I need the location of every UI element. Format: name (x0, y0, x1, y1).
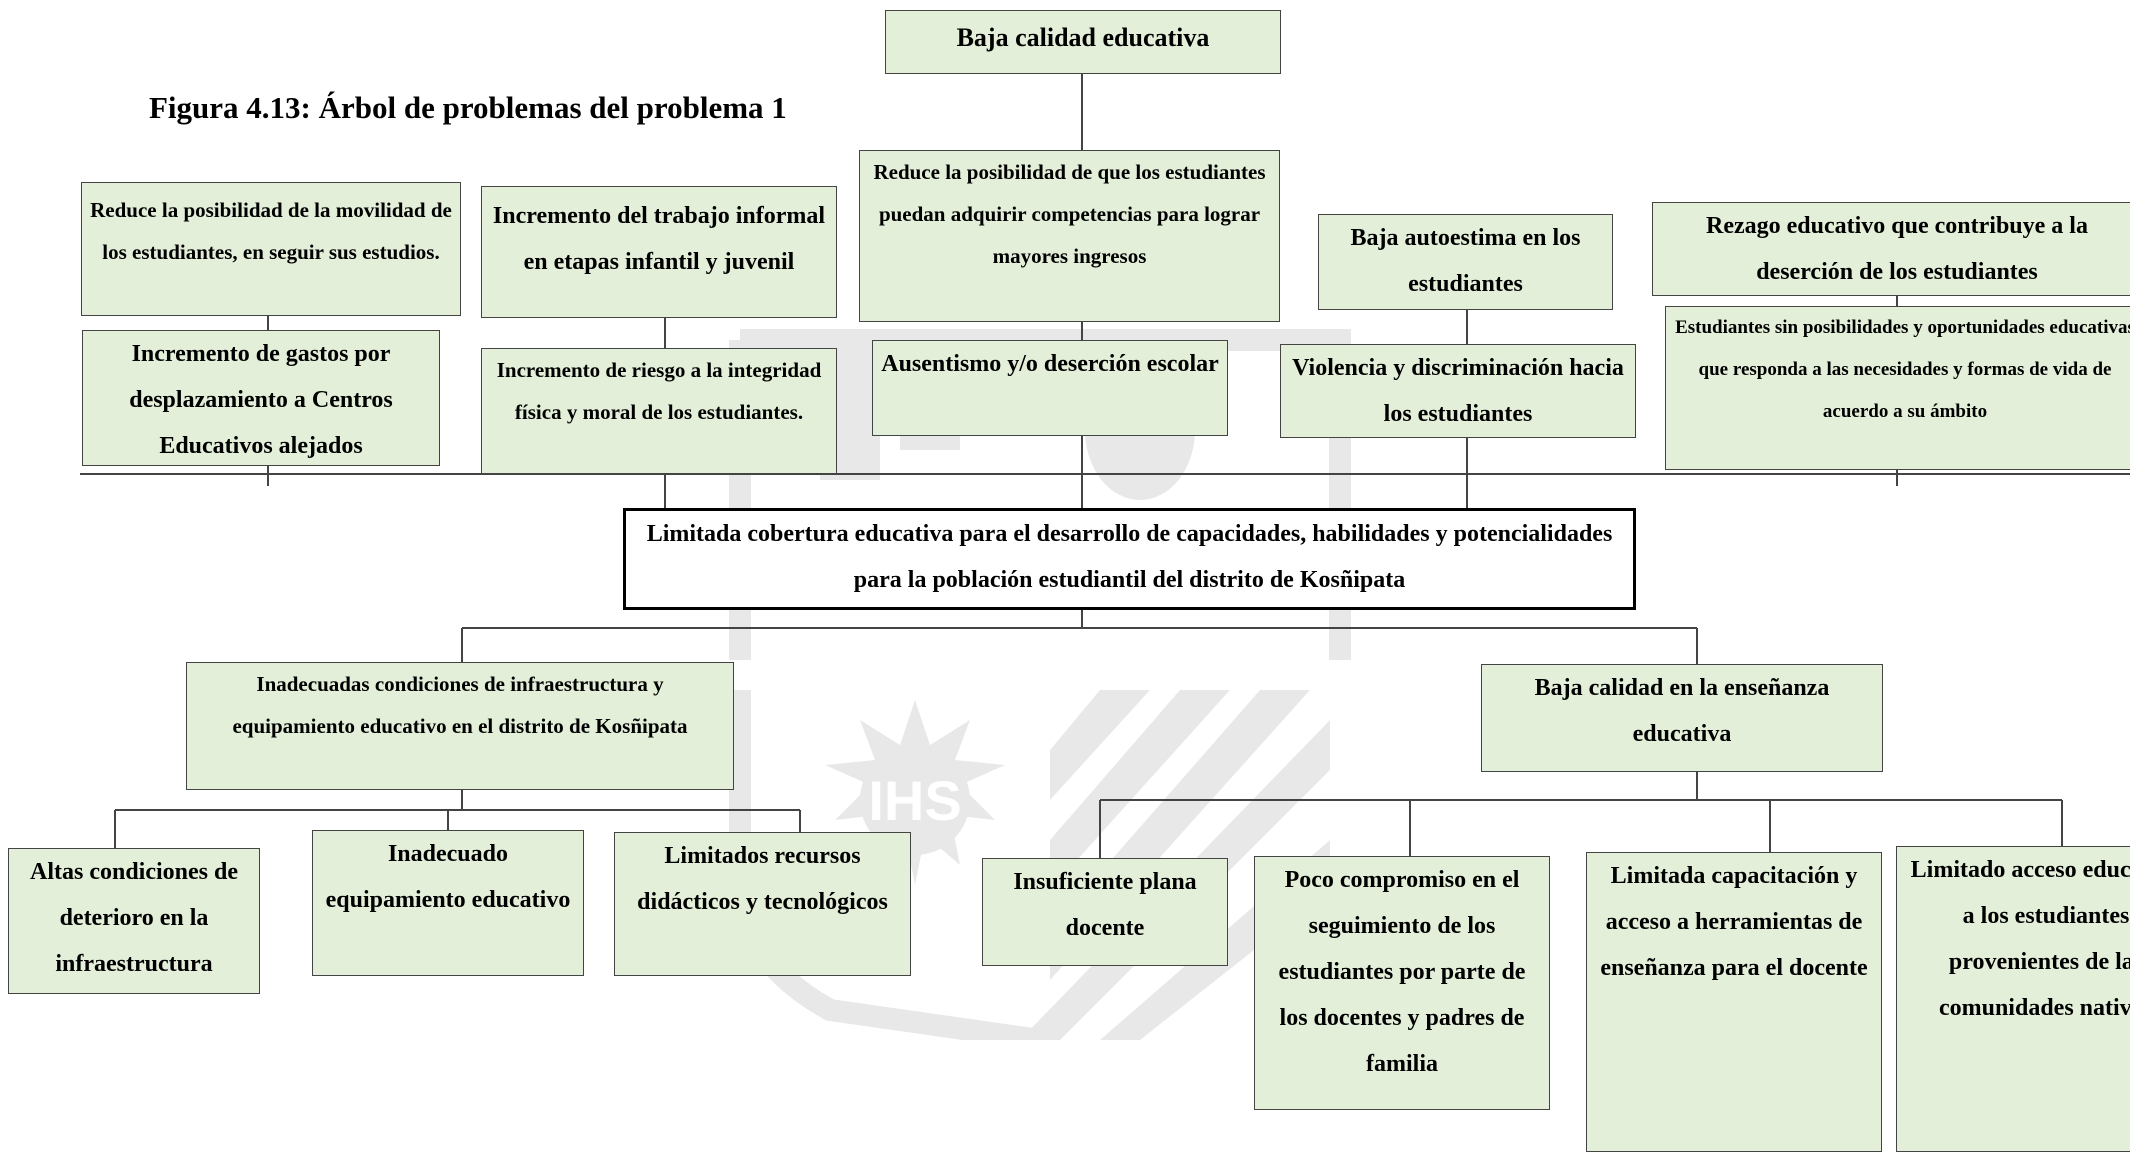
effect-upper-5-text: Rezago educativo que contribuye a la des… (1706, 213, 2088, 285)
subcause-1-2: Inadecuado equipamiento educativo (312, 830, 584, 976)
effect-lower-3-text: Ausentismo y/o deserción escolar (881, 351, 1219, 377)
effect-upper-3-text: Reduce la posibilidad de que los estudia… (873, 160, 1266, 268)
effect-upper-1-text: Reduce la posibilidad de la movilidad de… (90, 198, 452, 264)
effect-lower-5-text: Estudiantes sin posibilidades y oportuni… (1675, 317, 2130, 422)
effect-upper-2: Incremento del trabajo informal en etapa… (481, 186, 837, 318)
top-effect-box: Baja calidad educativa (885, 10, 1281, 74)
effect-lower-4: Violencia y discriminación hacia los est… (1280, 344, 1636, 438)
effect-upper-1: Reduce la posibilidad de la movilidad de… (81, 182, 461, 316)
cause-1-text: Inadecuadas condiciones de infraestructu… (232, 672, 688, 738)
figure-caption: Figura 4.13: Árbol de problemas del prob… (149, 90, 787, 125)
effect-lower-2-text: Incremento de riesgo a la integridad fís… (496, 358, 822, 424)
subcause-1-3-text: Limitados recursos didácticos y tecnológ… (637, 843, 888, 915)
cause-2-text: Baja calidad en la enseñanza educativa (1534, 675, 1830, 747)
effect-lower-1: Incremento de gastos por desplazamiento … (82, 330, 440, 466)
cause-1-box: Inadecuadas condiciones de infraestructu… (186, 662, 734, 790)
central-problem-box: Limitada cobertura educativa para el des… (623, 508, 1636, 610)
subcause-2-2: Poco compromiso en el seguimiento de los… (1254, 856, 1550, 1110)
subcause-2-4: Limitado acceso educativo a los estudian… (1896, 846, 2130, 1152)
subcause-2-4-text: Limitado acceso educativo a los estudian… (1910, 857, 2130, 1021)
effect-lower-4-text: Violencia y discriminación hacia los est… (1292, 355, 1624, 427)
effect-lower-3: Ausentismo y/o deserción escolar (872, 340, 1228, 436)
subcause-2-3: Limitada capacitación y acceso a herrami… (1586, 852, 1882, 1152)
effect-upper-5: Rezago educativo que contribuye a la des… (1652, 202, 2130, 296)
central-problem-text: Limitada cobertura educativa para el des… (646, 521, 1613, 593)
effect-upper-4: Baja autoestima en los estudiantes (1318, 214, 1613, 310)
subcause-2-1: Insuficiente plana docente (982, 858, 1228, 966)
effect-lower-1-text: Incremento de gastos por desplazamiento … (129, 341, 393, 459)
effect-upper-2-text: Incremento del trabajo informal en etapa… (492, 203, 826, 275)
effect-lower-2: Incremento de riesgo a la integridad fís… (481, 348, 837, 474)
watermark-text: IHS (868, 769, 961, 832)
subcause-2-2-text: Poco compromiso en el seguimiento de los… (1278, 867, 1526, 1077)
effect-upper-4-text: Baja autoestima en los estudiantes (1350, 225, 1581, 297)
subcause-1-1-text: Altas condiciones de deterioro en la inf… (29, 859, 238, 977)
subcause-1-1: Altas condiciones de deterioro en la inf… (8, 848, 260, 994)
subcause-1-3: Limitados recursos didácticos y tecnológ… (614, 832, 911, 976)
subcause-2-3-text: Limitada capacitación y acceso a herrami… (1600, 863, 1868, 981)
effect-lower-5: Estudiantes sin posibilidades y oportuni… (1665, 306, 2130, 470)
subcause-2-1-text: Insuficiente plana docente (1013, 869, 1197, 941)
top-effect-text: Baja calidad educativa (956, 23, 1210, 52)
cause-2-box: Baja calidad en la enseñanza educativa (1481, 664, 1883, 772)
subcause-1-2-text: Inadecuado equipamiento educativo (325, 841, 571, 913)
effect-upper-3: Reduce la posibilidad de que los estudia… (859, 150, 1280, 322)
